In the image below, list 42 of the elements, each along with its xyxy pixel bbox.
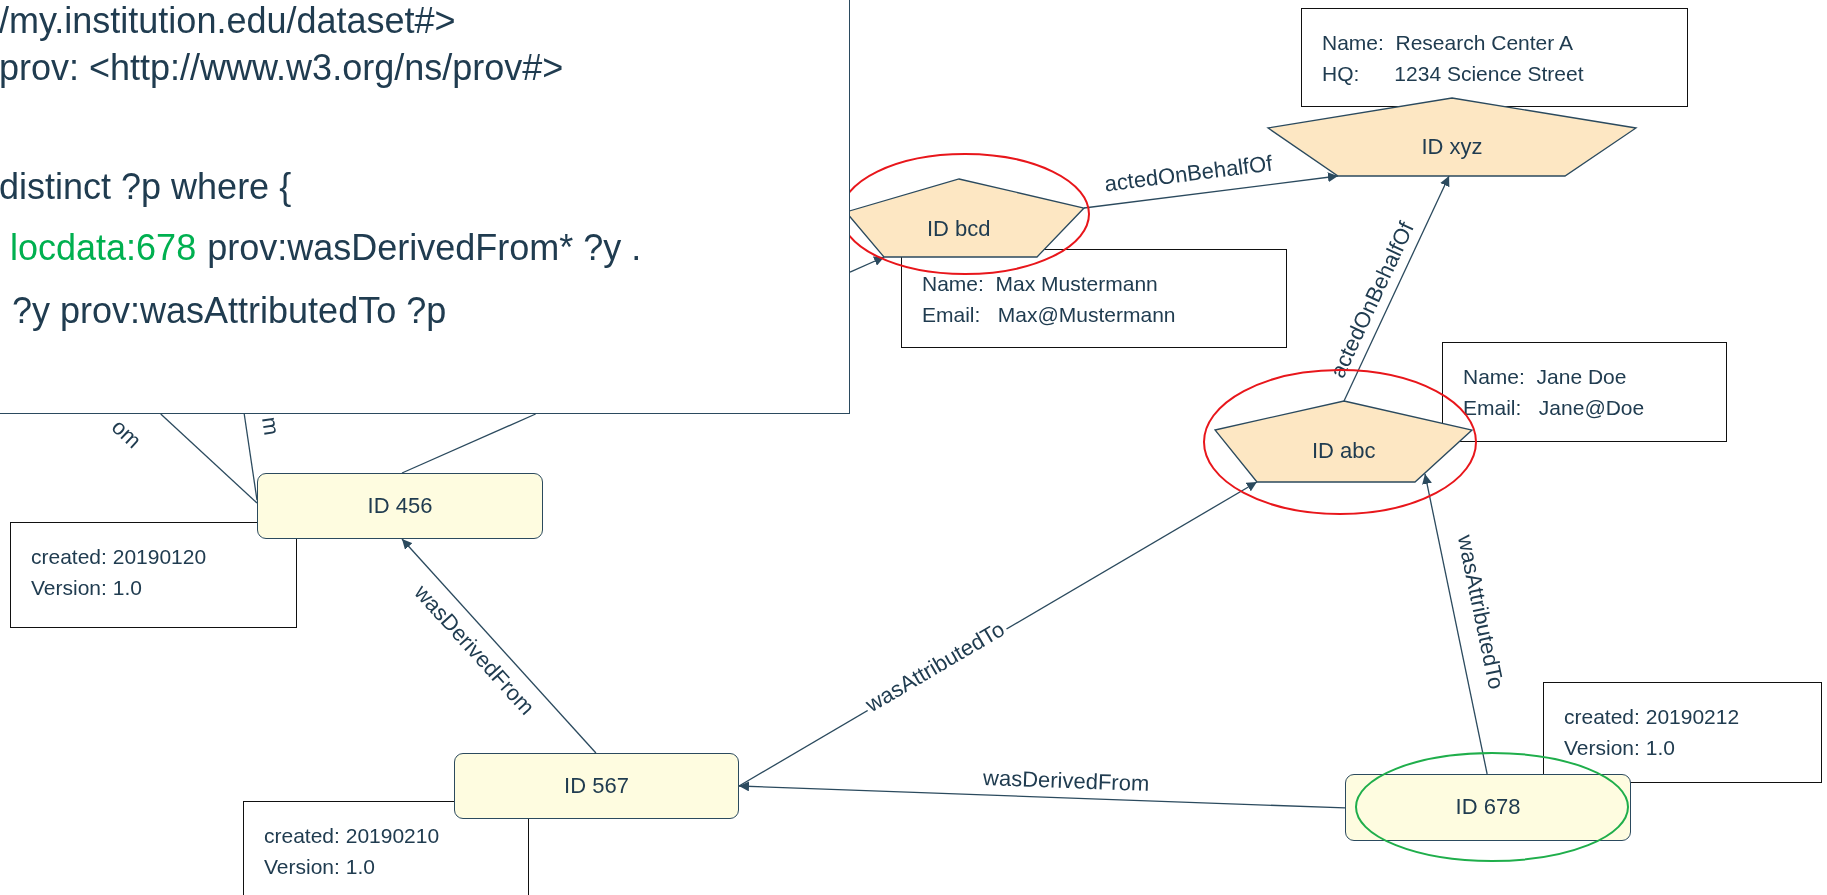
connector-line	[401, 413, 537, 474]
node-label: ID bcd	[927, 216, 991, 243]
entity-box	[1345, 774, 1631, 841]
arrow	[738, 781, 1346, 809]
node-label: ID xyz	[1421, 134, 1483, 161]
info-text: HQ: 1234 Science Street	[1322, 61, 1584, 87]
info-box	[1543, 682, 1822, 783]
node-label: ID 456	[367, 492, 433, 520]
node-label: ID abc	[1312, 438, 1376, 465]
info-box	[901, 249, 1287, 348]
connector-line	[243, 413, 258, 501]
info-text: Version: 1.0	[264, 854, 375, 880]
info-text: created: 20190212	[1564, 704, 1740, 730]
info-box	[243, 801, 529, 895]
entity-box	[257, 473, 543, 539]
connector-line	[160, 413, 258, 504]
code-line: ?y prov:wasAttributedTo ?p	[12, 289, 447, 333]
info-text: created: 20190120	[31, 544, 207, 570]
info-text: Name: Research Center A	[1322, 30, 1573, 56]
node-label: ID 567	[564, 772, 629, 800]
code-line: distinct ?p where {	[0, 165, 292, 209]
node-label: ID 678	[1455, 794, 1521, 821]
info-box	[10, 522, 297, 628]
info-text: Email: Jane@Doe	[1463, 395, 1645, 421]
query-panel	[0, 0, 850, 414]
arrow	[401, 538, 597, 754]
arrow	[1083, 172, 1339, 209]
info-text: Version: 1.0	[1564, 735, 1675, 761]
info-text: Email: Max@Mustermann	[922, 302, 1176, 328]
info-text: Name: Jane Doe	[1463, 364, 1627, 390]
code-line: prov: <http://www.w3.org/ns/prov#>	[0, 46, 564, 90]
info-box	[1301, 8, 1688, 107]
code-line: prov:wasDerivedFrom* ?y .	[207, 226, 642, 270]
arrow	[1422, 473, 1488, 775]
arrow	[849, 256, 885, 273]
code-line: locdata:678	[10, 226, 197, 270]
info-text: created: 20190210	[264, 823, 440, 849]
arrow	[1343, 175, 1450, 402]
info-box	[1442, 342, 1727, 442]
info-text: Version: 1.0	[31, 575, 142, 601]
info-text: Name: Max Mustermann	[922, 271, 1158, 297]
entity-box	[454, 753, 739, 819]
